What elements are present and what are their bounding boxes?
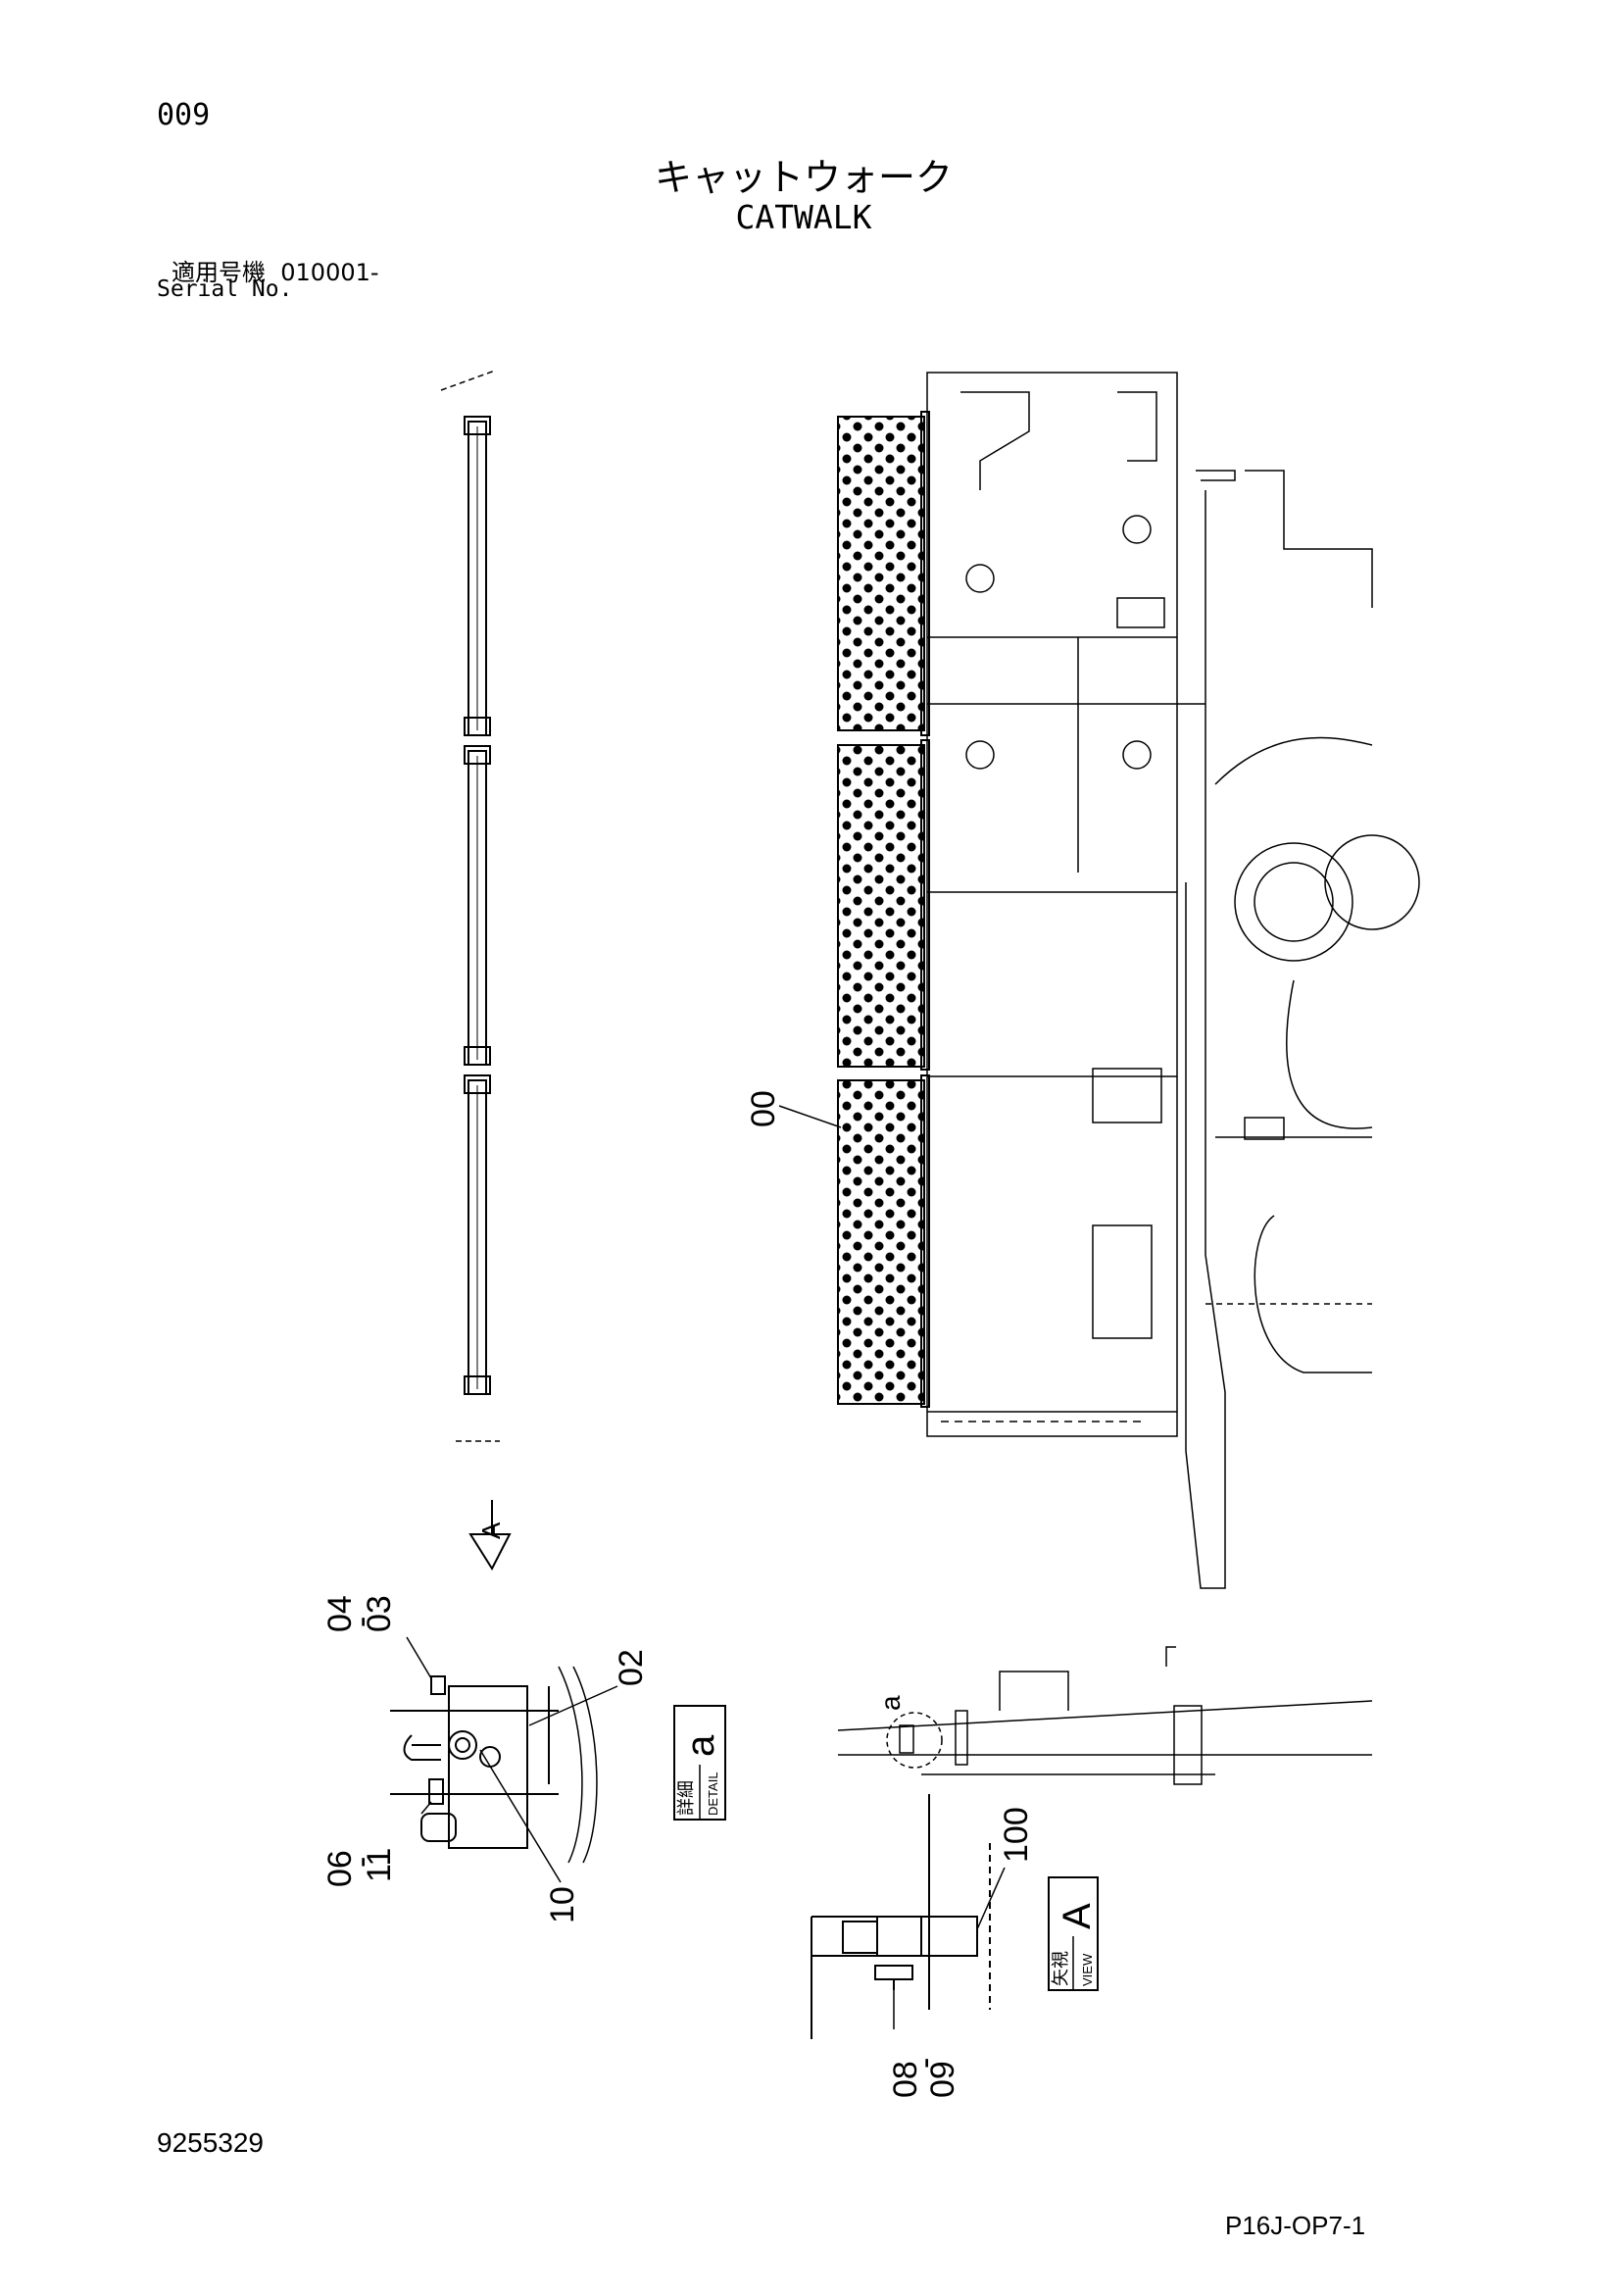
callout-00: 00 xyxy=(745,1090,782,1127)
swing-frame xyxy=(1185,470,1420,1589)
view-a-drawing xyxy=(811,1794,991,2039)
callout-dash: - xyxy=(907,2058,944,2069)
callout-100: 100 xyxy=(998,1807,1035,1863)
catwalk-side-view xyxy=(440,370,500,1442)
perforated-plate xyxy=(837,744,925,1068)
catwalk-plates xyxy=(837,411,930,1408)
page-number: 009 xyxy=(157,98,211,132)
detail-label-jp: 詳細 xyxy=(676,1780,696,1816)
page-code: P16J-OP7-1 xyxy=(1225,2211,1366,2240)
view-a-leaders xyxy=(893,1867,1006,2029)
view-arrow-a xyxy=(468,1500,512,1572)
circle-a-letter: a xyxy=(875,1695,906,1711)
callout-11: 11 xyxy=(361,1848,398,1882)
callout-06: 06 xyxy=(321,1850,359,1887)
arrow-a-letter: A xyxy=(476,1522,506,1539)
title-english: CATWALK xyxy=(735,198,872,236)
callout-08: 08 xyxy=(887,2061,924,2098)
callout-dash: - xyxy=(343,1857,380,1868)
side-panel xyxy=(464,745,491,1066)
view-label-en: VIEW xyxy=(1080,1953,1095,1986)
view-letter: A xyxy=(1056,1903,1099,1929)
callout-10: 10 xyxy=(544,1886,581,1923)
view-label-jp: 矢視 xyxy=(1051,1951,1070,1986)
boom-side-view xyxy=(837,1646,1373,1785)
leader-00 xyxy=(778,1105,842,1128)
title-japanese: キャットウォーク xyxy=(654,156,953,199)
serial-label-en: Serial No. xyxy=(157,276,293,302)
perforated-plate xyxy=(837,1079,925,1405)
serial-value: 010001- xyxy=(280,259,379,286)
detail-a-label-box xyxy=(673,1705,726,1821)
perforated-plate xyxy=(837,416,925,731)
callout-04: 04 xyxy=(321,1595,359,1632)
side-panel xyxy=(464,416,491,736)
detail-a-drawing xyxy=(390,1666,598,1864)
detail-label-en: DETAIL xyxy=(706,1772,720,1816)
serial-applicability: 適用号機 010001- xyxy=(172,253,379,287)
callout-02: 02 xyxy=(613,1649,650,1686)
detail-letter: a xyxy=(679,1734,722,1757)
document-number: 9255329 xyxy=(157,2127,265,2158)
machine-frame xyxy=(926,372,1205,1437)
callout-dash: - xyxy=(343,1617,380,1627)
callout-03: 03 xyxy=(361,1595,398,1632)
detail-a-leaders xyxy=(406,1636,618,1883)
view-a-label-box xyxy=(1048,1876,1099,1991)
serial-label-jp: 適用号機 xyxy=(172,259,266,286)
callout-09: 09 xyxy=(924,2061,961,2098)
side-panel xyxy=(464,1074,491,1395)
